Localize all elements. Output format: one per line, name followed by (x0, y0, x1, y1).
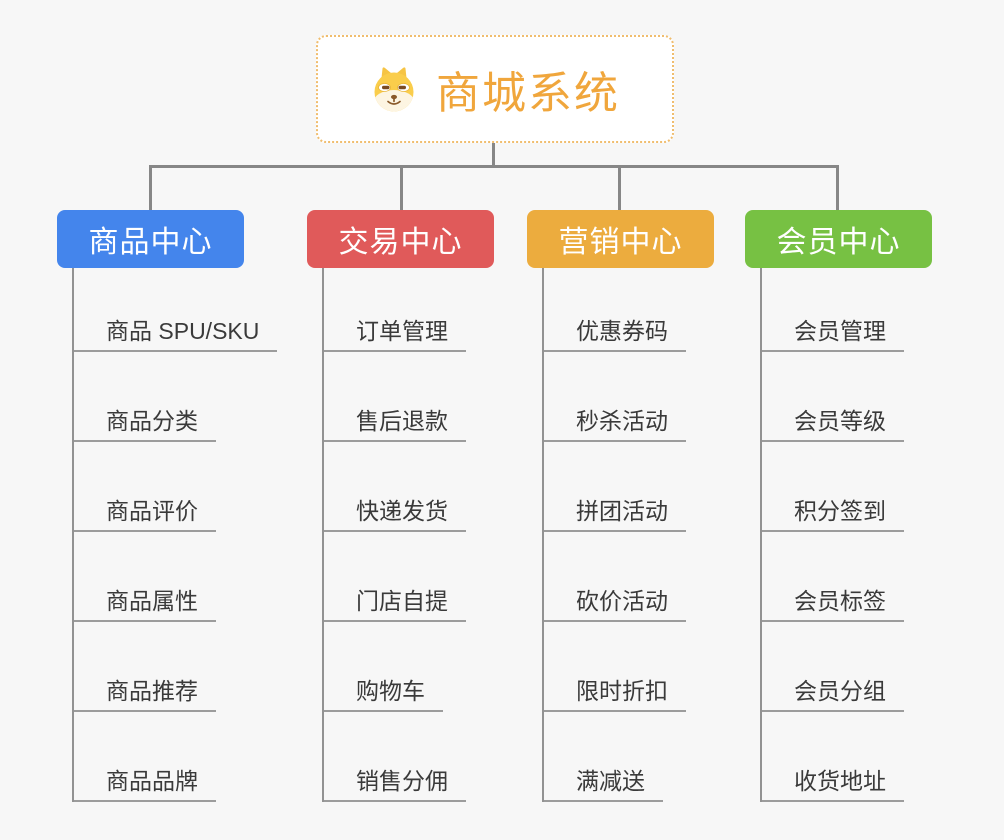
child-topic[interactable]: 会员管理 (762, 312, 904, 352)
child-topic[interactable]: 砍价活动 (544, 582, 686, 622)
root-node-mall-system[interactable]: 商城系统 (316, 35, 674, 143)
branch-node-trade-center[interactable]: 交易中心 (307, 210, 494, 268)
connector-drop-product (149, 166, 152, 210)
child-topic[interactable]: 会员标签 (762, 582, 904, 622)
connector-drop-member (836, 166, 839, 210)
root-title: 商城系统 (436, 69, 620, 118)
branch-node-member-center[interactable]: 会员中心 (745, 210, 932, 268)
branch-label: 会员中心 (776, 226, 901, 259)
child-topic[interactable]: 优惠券码 (544, 312, 686, 352)
connector-root-stem (492, 143, 495, 167)
children-product-center: 商品 SPU/SKU 商品分类 商品评价 商品属性 商品推荐 商品品牌 (72, 268, 278, 802)
child-topic[interactable]: 秒杀活动 (544, 402, 686, 442)
connector-bus (149, 165, 839, 168)
child-topic[interactable]: 商品属性 (74, 582, 216, 622)
child-topic[interactable]: 快递发货 (324, 492, 466, 532)
child-topic[interactable]: 订单管理 (324, 312, 466, 352)
child-topic[interactable]: 满减送 (544, 762, 663, 802)
branch-label: 商品中心 (88, 226, 213, 259)
child-topic[interactable]: 积分签到 (762, 492, 904, 532)
child-topic[interactable]: 销售分佣 (324, 762, 466, 802)
child-topic[interactable]: 拼团活动 (544, 492, 686, 532)
child-topic[interactable]: 商品品牌 (74, 762, 216, 802)
children-marketing-center: 优惠券码 秒杀活动 拼团活动 砍价活动 限时折扣 满减送 (542, 268, 686, 802)
child-topic[interactable]: 售后退款 (324, 402, 466, 442)
child-topic[interactable]: 会员等级 (762, 402, 904, 442)
children-trade-center: 订单管理 售后退款 快递发货 门店自提 购物车 销售分佣 (322, 268, 466, 802)
child-topic[interactable]: 商品分类 (74, 402, 216, 442)
branch-node-marketing-center[interactable]: 营销中心 (527, 210, 714, 268)
branch-node-product-center[interactable]: 商品中心 (57, 210, 244, 268)
branch-label: 营销中心 (558, 226, 683, 259)
connector-drop-marketing (618, 166, 621, 210)
connector-drop-trade (400, 166, 403, 210)
doge-face-icon (374, 67, 414, 112)
child-topic[interactable]: 商品推荐 (74, 672, 216, 712)
child-topic[interactable]: 购物车 (324, 672, 443, 712)
child-topic[interactable]: 门店自提 (324, 582, 466, 622)
child-topic[interactable]: 限时折扣 (544, 672, 686, 712)
child-topic[interactable]: 收货地址 (762, 762, 904, 802)
branch-label: 交易中心 (338, 226, 463, 259)
children-member-center: 会员管理 会员等级 积分签到 会员标签 会员分组 收货地址 (760, 268, 904, 802)
child-topic[interactable]: 会员分组 (762, 672, 904, 712)
child-topic[interactable]: 商品评价 (74, 492, 216, 532)
child-topic[interactable]: 商品 SPU/SKU (74, 312, 278, 352)
